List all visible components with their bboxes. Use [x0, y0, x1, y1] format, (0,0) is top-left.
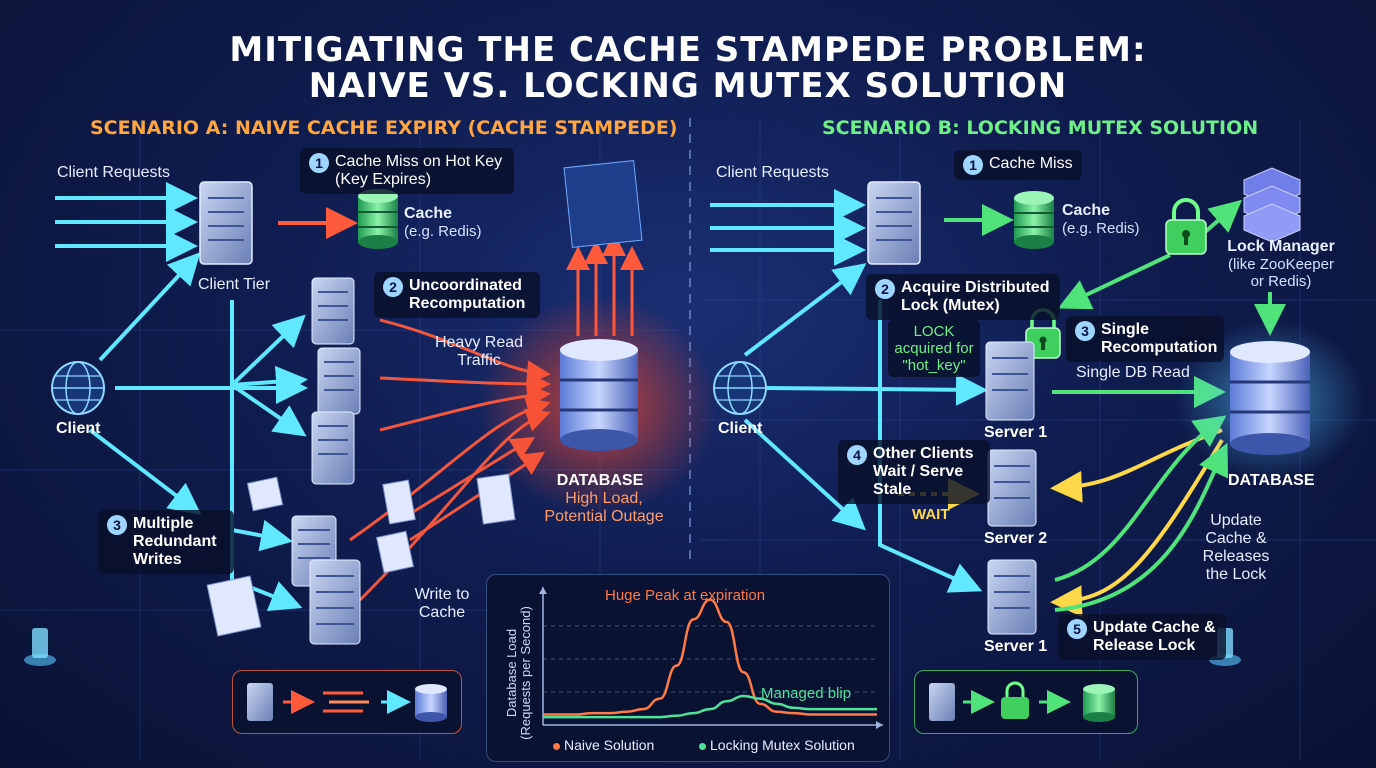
cache-icon: [358, 189, 398, 249]
server-2-label: Server 2: [984, 530, 1048, 547]
step-2-acquire-lock: 2 Acquire Distributed Lock (Mutex): [866, 274, 1060, 320]
step-text: Acquire Distributed Lock (Mutex): [901, 279, 1050, 314]
database-icon: [560, 339, 638, 451]
lock-acquired-note: LOCK acquired for "hot_key": [888, 320, 980, 377]
lock-manager-title: Lock Manager: [1227, 238, 1335, 255]
step-text: Uncoordinated Recomputation: [409, 277, 526, 312]
chart-y-axis-label: Database Load (Requests per Second): [504, 606, 533, 740]
step-number: 5: [1067, 619, 1087, 639]
globe-icon: [51, 361, 105, 415]
step-number: 3: [107, 515, 127, 535]
step-text: Cache Miss: [989, 155, 1073, 172]
chart-annotation-blip: Managed blip: [761, 685, 852, 702]
mutex-flow-card: [914, 670, 1138, 734]
step-1-cache-miss: 1 Cache Miss: [954, 150, 1082, 180]
document-icon: [206, 160, 643, 637]
database-note: High Load, Potential Outage: [544, 490, 664, 525]
cache-title: Cache: [404, 205, 453, 222]
server-icon: [867, 181, 921, 265]
step-number: 4: [847, 445, 867, 465]
server-3-label: Server 1: [984, 638, 1048, 655]
legend-naive: Naive Solution: [553, 737, 654, 753]
cache-subtitle: (e.g. Redis): [1062, 220, 1140, 237]
page-title-line1: Mitigating the Cache Stampede Problem:: [229, 30, 1147, 70]
step-text: Multiple Redundant Writes: [133, 515, 217, 568]
chart-y-axis-arrow: [539, 587, 547, 594]
chart-series-line-mutex: [543, 694, 877, 719]
database-label: DATABASE: [1228, 472, 1315, 489]
step-3-single-recompute: 3 Single Recomputation: [1066, 316, 1224, 362]
database-icon: [1230, 341, 1310, 455]
lock-icon: [1165, 198, 1207, 255]
server-icon: [291, 277, 361, 645]
lock-manager-icon: [1243, 167, 1301, 243]
legend-dot-mutex: [699, 743, 706, 750]
mutex-flow-graphic: [929, 681, 1115, 722]
step-text: Update Cache & Release Lock: [1093, 619, 1216, 654]
cache-icon: [1014, 191, 1054, 249]
lock-manager-card: Lock Manager (like ZooKeeper or Redis): [1222, 238, 1340, 290]
client-requests-label: Client Requests: [716, 164, 829, 181]
scenario-a-heading: Scenario A: Naive Cache Expiry (Cache St…: [90, 117, 678, 139]
load-chart-panel: Database Load (Requests per Second) Huge…: [486, 574, 890, 762]
single-db-read-label: Single DB Read: [1076, 364, 1190, 381]
step-3-redundant-writes: 3 Multiple Redundant Writes: [98, 510, 234, 574]
globe-icon: [713, 361, 767, 415]
wait-label: WAIT: [912, 506, 950, 523]
chart-annotation-peak: Huge Peak at expiration: [605, 587, 766, 604]
server-icon: [985, 341, 1037, 635]
update-cache-note: Update Cache & Releases the Lock: [1202, 512, 1270, 583]
step-5-release: 5 Update Cache & Release Lock: [1058, 614, 1226, 660]
naive-flow-graphic: [247, 683, 447, 722]
scenario-b-heading: Scenario B: Locking Mutex Solution: [822, 117, 1259, 139]
database-label: DATABASE: [556, 472, 644, 489]
write-to-cache-label: Write to Cache: [414, 586, 470, 621]
server-1-label: Server 1: [984, 424, 1048, 441]
heavy-read-label: Heavy Read Traffic: [434, 334, 524, 369]
legend-mutex: Locking Mutex Solution: [699, 737, 855, 753]
cache-subtitle: (e.g. Redis): [404, 223, 482, 240]
page-title-line2: Naive vs. Locking Mutex Solution: [308, 66, 1068, 106]
step-number: 2: [875, 279, 895, 299]
step-number: 3: [1075, 321, 1095, 341]
lock-manager-subtitle: (like ZooKeeper or Redis): [1228, 256, 1334, 290]
step-2-uncoordinated: 2 Uncoordinated Recomputation: [374, 272, 540, 318]
naive-flow-card: [232, 670, 462, 734]
step-text: Other Clients Wait / Serve Stale: [873, 445, 974, 498]
load-chart: [539, 587, 883, 729]
client-label: Client: [56, 420, 101, 437]
cache-title: Cache: [1062, 202, 1111, 219]
client-label: Client: [718, 420, 763, 437]
legend-label-naive: Naive Solution: [564, 737, 655, 753]
step-1-cache-miss: 1 Cache Miss on Hot Key (Key Expires): [300, 148, 514, 194]
step-number: 2: [383, 277, 403, 297]
step-text: Cache Miss on Hot Key (Key Expires): [335, 153, 503, 188]
step-4-wait: 4 Other Clients Wait / Serve Stale: [838, 440, 990, 504]
chart-x-axis-arrow: [876, 721, 883, 729]
chart-series-line-naive: [543, 598, 877, 716]
server-icon: [199, 181, 253, 265]
step-number: 1: [963, 155, 983, 175]
step-text: Single Recomputation: [1101, 321, 1218, 356]
client-tier-label: Client Tier: [198, 276, 271, 293]
legend-dot-naive: [553, 743, 560, 750]
client-requests-label: Client Requests: [57, 164, 170, 181]
legend-label-mutex: Locking Mutex Solution: [710, 737, 855, 753]
step-number: 1: [309, 153, 329, 173]
